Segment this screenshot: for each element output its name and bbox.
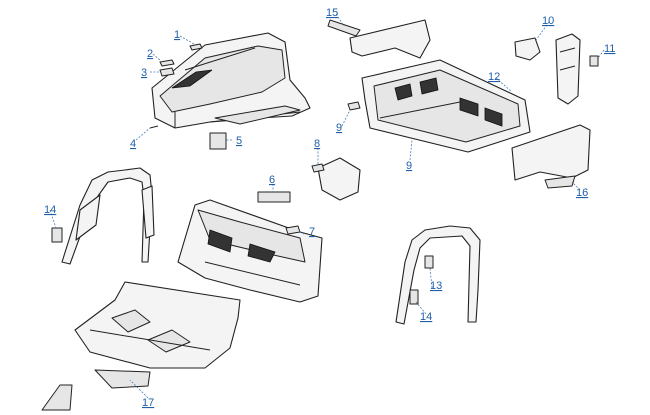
callout-8[interactable]: 8 xyxy=(314,138,320,150)
callout-6[interactable]: 6 xyxy=(269,174,275,186)
callout-9b[interactable]: 9 xyxy=(406,160,412,172)
callout-4[interactable]: 4 xyxy=(130,138,136,150)
floor-panel xyxy=(74,281,241,389)
callout-12[interactable]: 12 xyxy=(488,71,500,83)
callout-11[interactable]: 11 xyxy=(604,43,615,55)
leader-lines xyxy=(49,13,605,399)
callout-16[interactable]: 16 xyxy=(576,187,588,199)
latch-bracket xyxy=(514,33,599,105)
callout-1[interactable]: 1 xyxy=(174,29,180,41)
cargo-box xyxy=(347,59,531,153)
callout-labels: 1 2 3 4 5 6 7 8 9 9 10 11 12 13 14 14 15… xyxy=(44,7,615,409)
side-rail-right xyxy=(511,124,591,189)
callout-2[interactable]: 2 xyxy=(147,48,153,60)
callout-3[interactable]: 3 xyxy=(141,67,147,79)
callout-14b[interactable]: 14 xyxy=(420,311,432,323)
label-plate xyxy=(209,132,227,150)
callout-14a[interactable]: 14 xyxy=(44,204,56,216)
hood-console xyxy=(151,32,311,129)
callout-5[interactable]: 5 xyxy=(236,135,242,147)
callout-9a[interactable]: 9 xyxy=(336,122,342,134)
left-roll-bar xyxy=(51,167,155,265)
small-clips xyxy=(149,43,203,129)
callout-15[interactable]: 15 xyxy=(326,7,338,19)
callout-17[interactable]: 17 xyxy=(142,397,154,409)
side-rail-top xyxy=(327,19,431,59)
callout-13[interactable]: 13 xyxy=(430,280,442,292)
cover-panel xyxy=(311,157,361,201)
right-roll-bar xyxy=(395,225,481,325)
callout-10[interactable]: 10 xyxy=(542,15,554,27)
dashboard xyxy=(177,191,323,303)
callout-7[interactable]: 7 xyxy=(309,226,315,238)
corner-bracket xyxy=(41,384,73,411)
